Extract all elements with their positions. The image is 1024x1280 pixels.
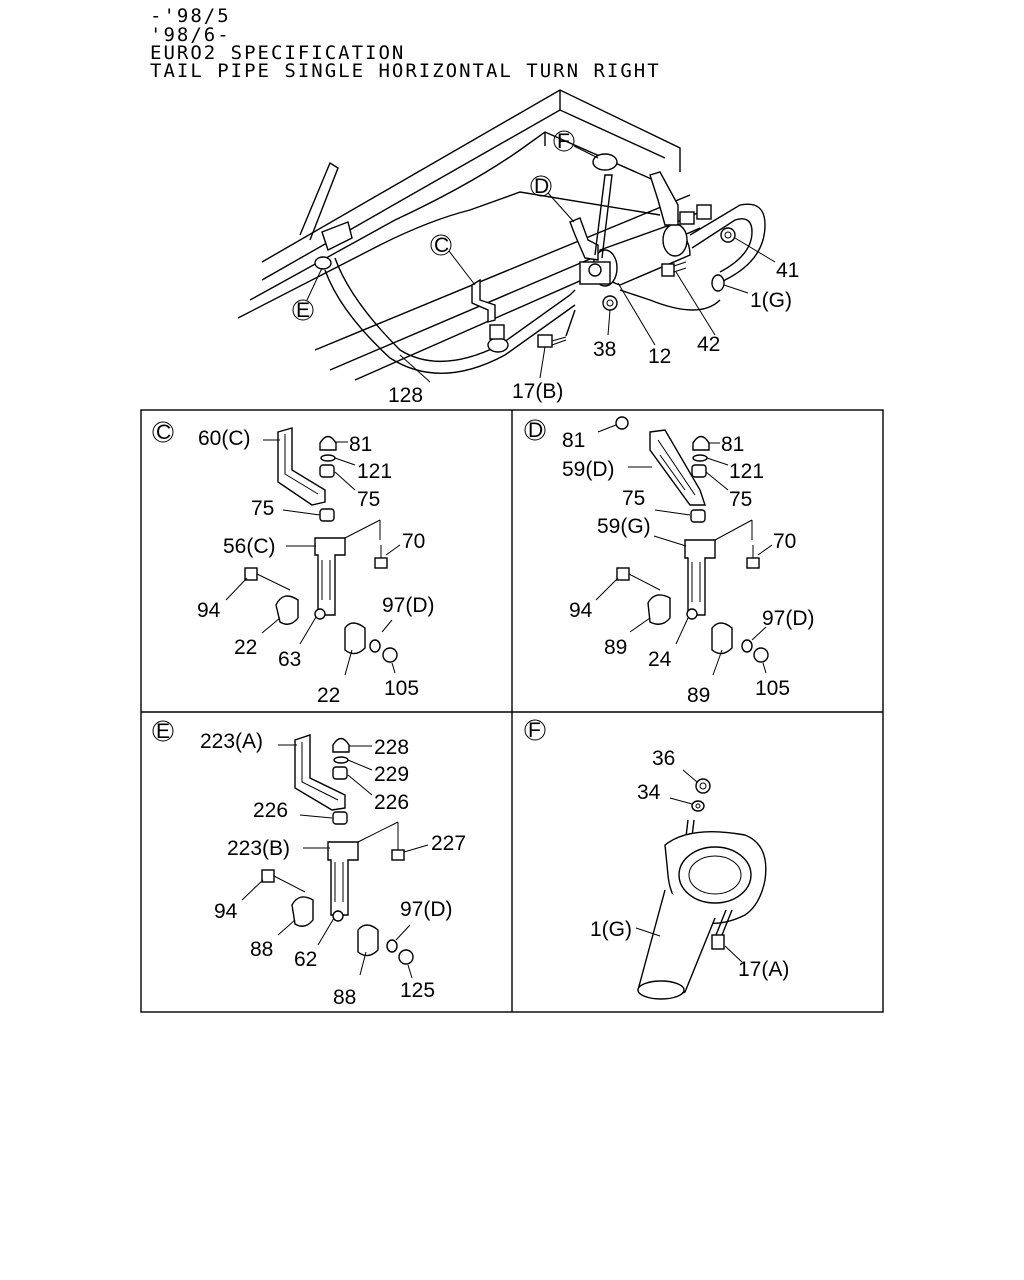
label-125: 125: [400, 979, 435, 1002]
detail-grid: [140, 409, 884, 1013]
hanger-f: [592, 153, 618, 171]
panel-c: C: [152, 421, 435, 707]
label-94: 94: [569, 599, 593, 622]
label-97d: 97(D): [382, 594, 435, 617]
label-75a: 75: [622, 487, 645, 510]
label-229: 229: [374, 763, 409, 786]
marker-d: D: [530, 175, 575, 223]
marker-e-text: E: [296, 299, 310, 322]
label-1g: 1(G): [590, 918, 632, 941]
label-94: 94: [214, 900, 238, 923]
label-42: 42: [697, 333, 720, 356]
label-105: 105: [755, 677, 790, 700]
overview-drawing: F D C E 41 1(G) 42 12 38 17: [237, 89, 799, 407]
label-38: 38: [593, 338, 616, 361]
label-121: 121: [729, 460, 764, 483]
label-226a: 226: [253, 799, 288, 822]
label-97d: 97(D): [762, 607, 815, 630]
label-17b: 17(B): [512, 380, 563, 403]
hanger-d: [569, 174, 613, 261]
panel-f-marker: F: [528, 719, 541, 742]
hanger-right: [649, 171, 712, 226]
label-128: 128: [388, 384, 423, 407]
label-41: 41: [776, 259, 799, 282]
bolt-42: [661, 261, 687, 277]
header: -'98/5 '98/6- EURO2 SPECIFICATION TAIL P…: [150, 5, 661, 82]
label-223b: 223(B): [227, 837, 290, 860]
panel-f: F 36 34 1(G) 17(A): [524, 719, 789, 1000]
label-22b: 22: [317, 684, 340, 707]
nut-41: [720, 227, 736, 243]
panel-c-marker: C: [156, 421, 171, 444]
chassis-frame: [237, 89, 701, 381]
label-75b: 75: [729, 488, 752, 511]
label-121: 121: [357, 460, 392, 483]
label-81: 81: [349, 433, 372, 456]
label-97d: 97(D): [400, 898, 453, 921]
label-17a: 17(A): [738, 958, 789, 981]
label-70: 70: [402, 530, 425, 553]
label-226b: 226: [374, 791, 409, 814]
hanger-e: [314, 221, 353, 270]
label-81a: 81: [562, 429, 585, 452]
clamp-1g: [711, 274, 725, 292]
label-105: 105: [384, 677, 419, 700]
label-223a: 223(A): [200, 730, 263, 753]
label-56c: 56(C): [223, 535, 276, 558]
marker-d-text: D: [534, 175, 549, 198]
header-line-2: '98/6-: [150, 24, 231, 46]
label-94: 94: [197, 599, 221, 622]
label-63: 63: [278, 648, 301, 671]
label-227: 227: [431, 832, 466, 855]
marker-c: C: [430, 234, 476, 286]
label-59g: 59(G): [597, 515, 651, 538]
panel-d-marker: D: [528, 419, 543, 442]
label-12: 12: [648, 345, 671, 368]
marker-f: F: [553, 130, 599, 159]
label-88b: 88: [333, 986, 356, 1009]
header-line-1: -'98/5: [150, 5, 231, 27]
label-59d: 59(D): [562, 458, 615, 481]
label-1g: 1(G): [750, 289, 792, 312]
bolt-17b: [537, 309, 576, 348]
panel-e-marker: E: [156, 720, 170, 743]
label-60c: 60(C): [198, 427, 251, 450]
header-line-4: TAIL PIPE SINGLE HORIZONTAL TURN RIGHT: [150, 60, 661, 82]
label-75b: 75: [357, 488, 380, 511]
marker-e: E: [292, 267, 323, 322]
marker-c-text: C: [434, 234, 449, 257]
muffler-12: [579, 223, 691, 287]
hanger-c: [471, 278, 509, 353]
label-75a: 75: [251, 497, 274, 520]
nut-38: [602, 295, 618, 311]
label-36: 36: [652, 747, 675, 770]
panel-e: E 223(A) 228 229 226: [152, 720, 466, 1009]
tail-pipe: [689, 203, 766, 286]
label-228: 228: [374, 736, 409, 759]
label-89b: 89: [687, 684, 710, 707]
panel-d: D: [524, 416, 815, 707]
marker-f-text: F: [557, 130, 570, 153]
label-22a: 22: [234, 636, 257, 659]
label-88a: 88: [250, 938, 273, 961]
label-81b: 81: [721, 433, 744, 456]
header-line-3: EURO2 SPECIFICATION: [150, 42, 405, 64]
label-89a: 89: [604, 636, 627, 659]
label-24: 24: [648, 648, 672, 671]
label-62: 62: [294, 948, 317, 971]
label-70: 70: [773, 530, 796, 553]
label-34: 34: [637, 781, 661, 804]
exhaust-pipe-128: [334, 257, 576, 363]
